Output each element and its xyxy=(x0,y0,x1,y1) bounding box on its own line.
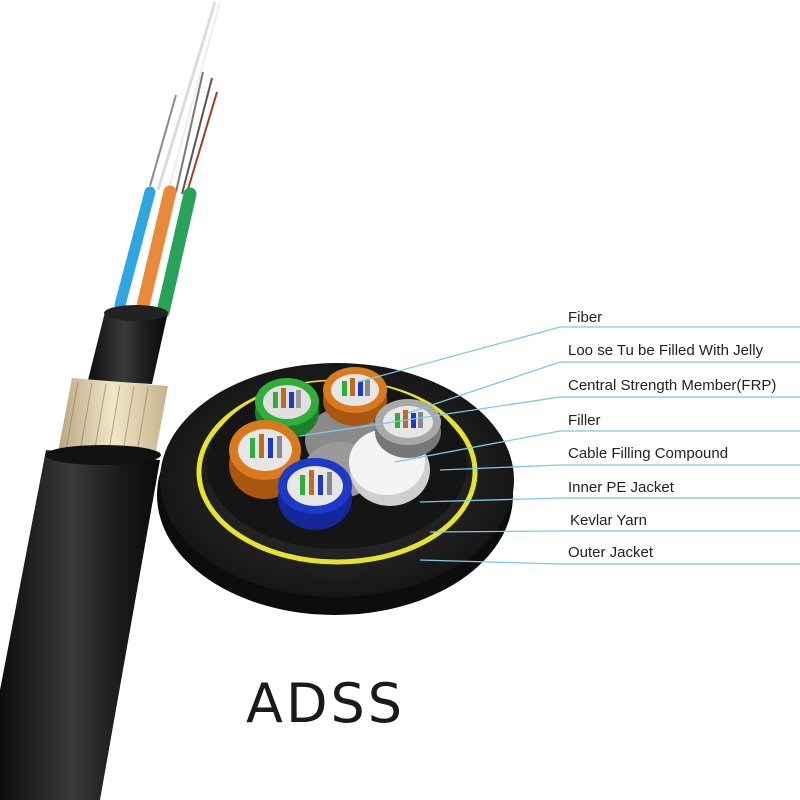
label-central-strength-member: Central Strength Member(FRP) xyxy=(568,377,776,394)
label-outer-jacket: Outer Jacket xyxy=(568,544,654,561)
cable-cross-section xyxy=(157,363,514,615)
label-filler: Filler xyxy=(568,412,601,429)
inner-jacket-segment xyxy=(88,312,168,384)
diagram-title: ADSS xyxy=(246,672,405,735)
tube-orange-top xyxy=(323,367,387,426)
label-fiber: Fiber xyxy=(568,309,602,326)
cable-side-view xyxy=(0,1,221,800)
leader-line-fiber xyxy=(357,326,800,383)
leader-lines xyxy=(299,326,800,565)
tube-gray xyxy=(375,399,441,458)
tube-blue xyxy=(278,458,352,530)
kevlar-yarn-segment xyxy=(58,378,168,462)
leader-line-inner-jacket xyxy=(419,497,800,503)
outer-jacket-segment xyxy=(0,450,160,800)
component-labels: Fiber Loo se Tu be Filled With Jelly Cen… xyxy=(568,309,776,561)
leader-line-strength-member xyxy=(299,396,800,437)
leader-line-outer-jacket xyxy=(419,559,800,565)
label-cable-filling-compound: Cable Filling Compound xyxy=(568,445,728,462)
leader-line-kevlar xyxy=(429,530,800,533)
label-inner-pe-jacket: Inner PE Jacket xyxy=(568,479,675,496)
loose-tube-blue xyxy=(114,186,156,311)
loose-tube-green xyxy=(156,187,197,319)
label-loose-tube: Loo se Tu be Filled With Jelly xyxy=(568,342,764,359)
leader-line-loose-tube xyxy=(407,361,800,414)
label-kevlar-yarn: Kevlar Yarn xyxy=(570,512,647,529)
loose-tube-orange xyxy=(135,185,177,317)
leader-line-filling-compound xyxy=(439,464,800,471)
bare-fibers xyxy=(149,1,221,197)
leader-line-filler xyxy=(394,430,800,463)
